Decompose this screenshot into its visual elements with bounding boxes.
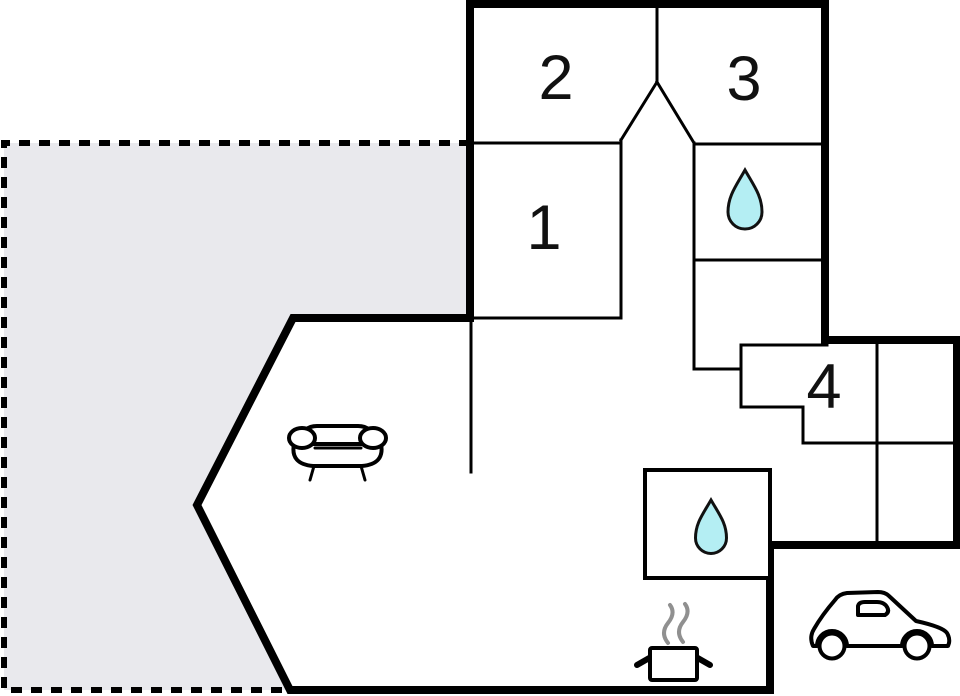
car-icon [809,590,952,661]
steam-lines [662,602,690,645]
building-outer-wall [192,0,960,694]
water-drop-icon [726,166,764,231]
room-2-label: 2 [538,43,573,113]
wall-room1 [468,138,623,320]
room-1-label: 1 [526,193,561,263]
sofa-icon [287,424,388,482]
wall-bathroom-top [692,142,827,262]
wall-room4-block [739,343,959,545]
water-drop-icon [693,496,729,555]
room-3-label: 3 [726,44,761,114]
cooking-pot-icon [634,602,713,682]
wall-hallway [692,141,743,371]
room-4-label: 4 [806,352,841,422]
wall-room2-room3-divider [618,6,697,146]
terrace-area [4,143,470,690]
